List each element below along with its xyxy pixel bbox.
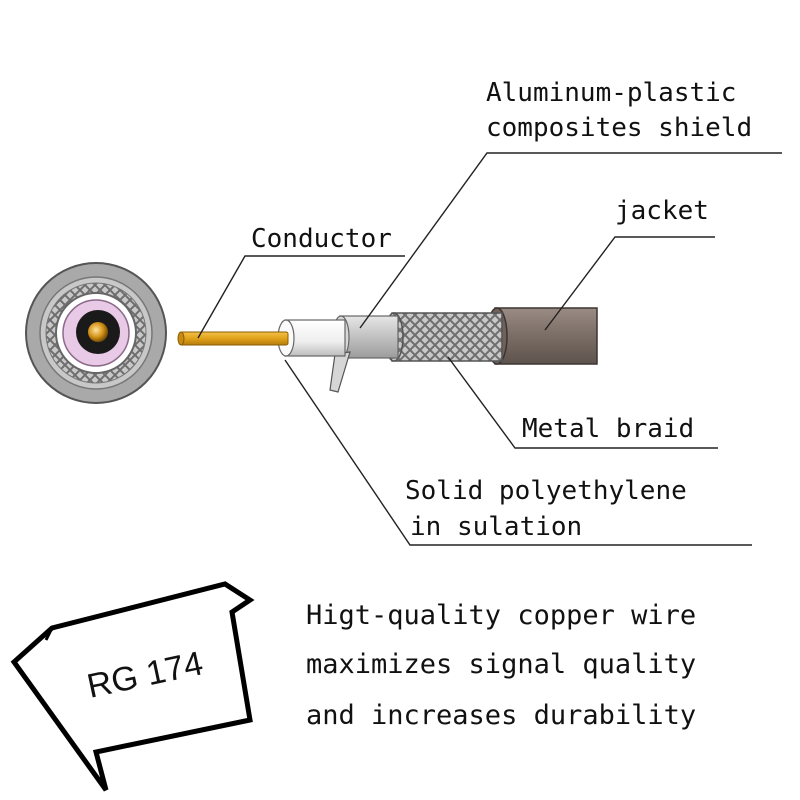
callout-labels: Aluminum-plastic composites shield jacke… [251,78,752,542]
label-shield-line2: composites shield [486,113,752,143]
cable-side-view [177,307,598,393]
leader-braid [447,356,718,449]
leader-jacket [544,236,715,331]
description-line-3: and increases durability [306,700,696,731]
description: Higt-quality copper wire maximizes signa… [306,600,696,731]
description-line-2: maximizes signal quality [306,649,696,680]
leader-lines [197,152,782,546]
leader-shield [359,152,782,329]
label-shield-line1: Aluminum-plastic [486,78,736,108]
model-tag: RG 174 [10,581,255,792]
label-conductor: Conductor [251,224,392,254]
label-jacket: jacket [615,196,709,226]
label-braid: Metal braid [522,414,694,444]
leader-conductor [197,255,405,339]
label-insulation-line2: in sulation [410,512,582,542]
description-line-1: Higt-quality copper wire [306,600,696,631]
cross-section [25,262,167,404]
label-insulation-line1: Solid polyethylene [405,476,687,506]
leader-insulation [284,359,752,546]
